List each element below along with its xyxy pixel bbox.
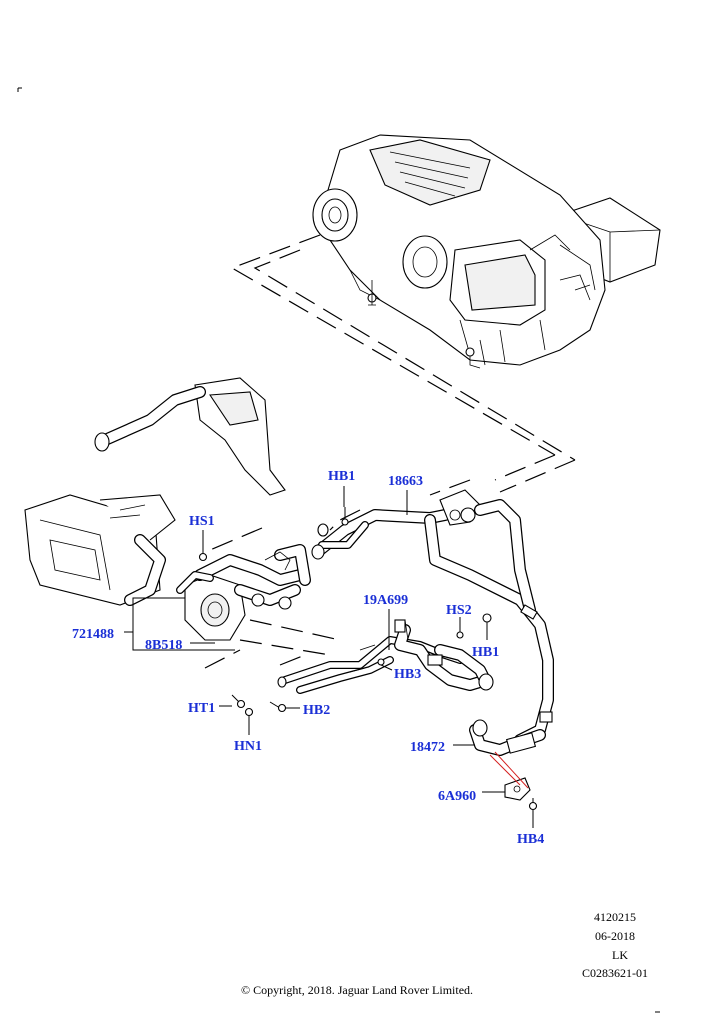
fastener-hb2 xyxy=(269,701,287,713)
fastener-hb4 xyxy=(528,798,538,811)
callout-hs1: HS1 xyxy=(189,514,215,529)
callout-6a960: 6A960 xyxy=(438,789,476,804)
illustration-reference: C0283621-01 xyxy=(582,966,648,980)
callout-hb1-right: HB1 xyxy=(472,645,499,660)
fastener-hb3 xyxy=(377,658,385,666)
illustration-code: 4120215 xyxy=(594,910,636,924)
callout-hs2: HS2 xyxy=(446,603,472,618)
callout-ht1: HT1 xyxy=(188,701,215,716)
callout-hb2: HB2 xyxy=(303,703,330,718)
illustration-date: 06-2018 xyxy=(595,929,635,943)
fastener-ht1 xyxy=(231,694,246,709)
callout-8b518: 8B518 xyxy=(145,638,182,653)
red-leader-lines xyxy=(489,751,529,789)
copyright-notice: © Copyright, 2018. Jaguar Land Rover Lim… xyxy=(240,983,474,997)
callout-721488: 721488 xyxy=(72,627,114,642)
callout-hb1-top: HB1 xyxy=(328,469,355,484)
callout-19a699: 19A699 xyxy=(363,593,408,608)
leader-lines xyxy=(124,486,534,828)
crop-mark-top-left xyxy=(17,87,22,92)
hvac-unit-illustration xyxy=(312,134,661,369)
fastener-hb1-top xyxy=(341,507,349,526)
location-dashed-lines xyxy=(204,234,576,669)
fastener-hb1-right xyxy=(482,613,492,632)
fastener-hs2 xyxy=(456,631,464,639)
heater-assembly-illustration xyxy=(24,377,311,641)
fastener-hs1 xyxy=(198,545,208,562)
fastener-hn1 xyxy=(244,707,254,722)
callout-hn1: HN1 xyxy=(234,739,262,754)
callout-18663: 18663 xyxy=(388,474,423,489)
illustration-author: LK xyxy=(612,948,628,962)
coolant-hoses-illustration xyxy=(277,489,554,801)
callout-18472: 18472 xyxy=(410,740,445,755)
callout-hb4: HB4 xyxy=(517,832,544,847)
fasteners xyxy=(198,507,538,811)
callout-labels: HB1 18663 HS1 721488 8B518 19A699 HS2 HB… xyxy=(72,469,544,847)
callout-hb3: HB3 xyxy=(394,667,421,682)
